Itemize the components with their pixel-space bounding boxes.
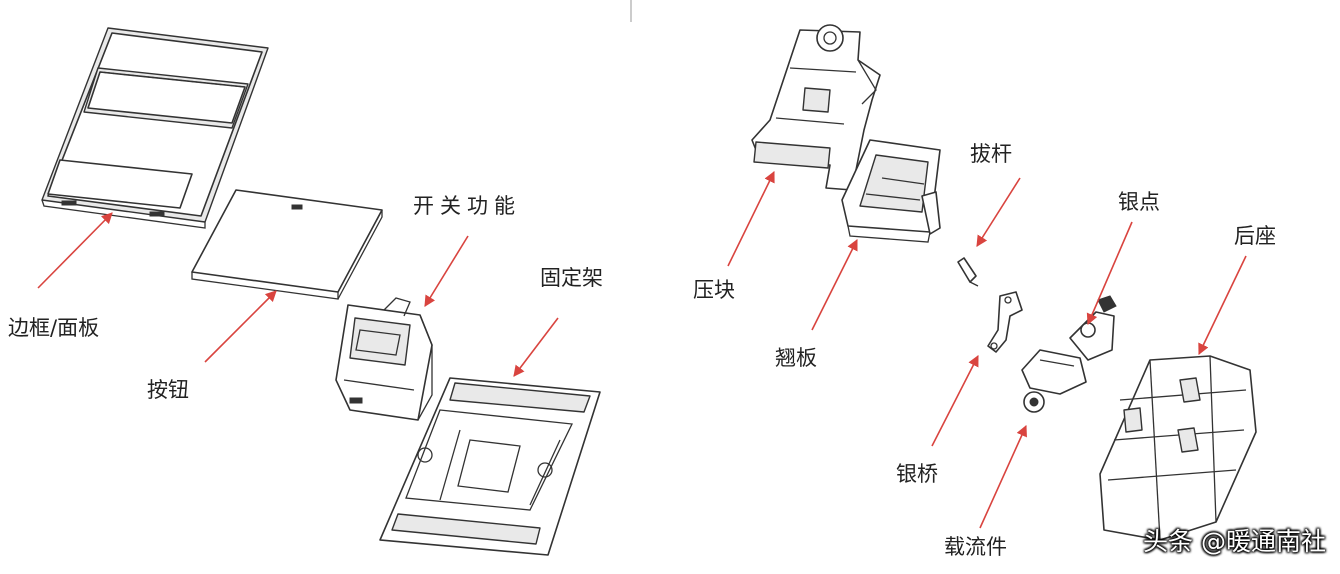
arrow-rocker-plate bbox=[811, 238, 858, 331]
rear-base-part bbox=[1099, 355, 1257, 541]
button-part bbox=[191, 189, 383, 300]
press-block-part bbox=[751, 24, 881, 191]
label-mount-bracket: 固定架 bbox=[540, 266, 603, 290]
arrow-current-carrier bbox=[979, 424, 1027, 529]
silver-bridge-part bbox=[987, 291, 1023, 353]
arrow-frame-panel bbox=[37, 212, 113, 289]
watermark-text: 头条 @暖通南社 bbox=[1143, 527, 1326, 556]
label-silver-bridge: 银桥 bbox=[896, 462, 938, 486]
arrow-silver-bridge bbox=[931, 355, 979, 447]
arrow-press-block bbox=[727, 170, 775, 267]
arrows bbox=[37, 170, 1247, 529]
arrow-button bbox=[204, 290, 277, 363]
arrow-mount-bracket bbox=[513, 317, 559, 377]
switch-module-part bbox=[335, 297, 433, 421]
arrow-lever bbox=[976, 177, 1021, 247]
mount-bracket-part bbox=[379, 377, 601, 556]
current-carrier-part bbox=[1021, 295, 1117, 413]
label-press-block: 压块 bbox=[693, 278, 735, 302]
label-lever: 拔杆 bbox=[970, 142, 1012, 166]
frame-panel-part bbox=[41, 27, 269, 229]
label-current-carrier: 载流件 bbox=[944, 535, 1007, 559]
label-rocker-plate: 翘板 bbox=[775, 346, 817, 370]
label-switch-function: 开关功能 bbox=[413, 194, 521, 218]
arrow-switch-function bbox=[424, 235, 469, 307]
label-button: 按钮 bbox=[147, 378, 189, 402]
arrow-silver-contact bbox=[1086, 221, 1133, 326]
rocker-plate-part bbox=[841, 139, 941, 243]
lever-part bbox=[957, 257, 979, 287]
label-frame-panel: 边框/面板 bbox=[8, 316, 100, 340]
arrow-rear-base bbox=[1198, 255, 1247, 356]
label-silver-contact: 银点 bbox=[1118, 190, 1160, 214]
label-rear-base: 后座 bbox=[1234, 224, 1276, 248]
